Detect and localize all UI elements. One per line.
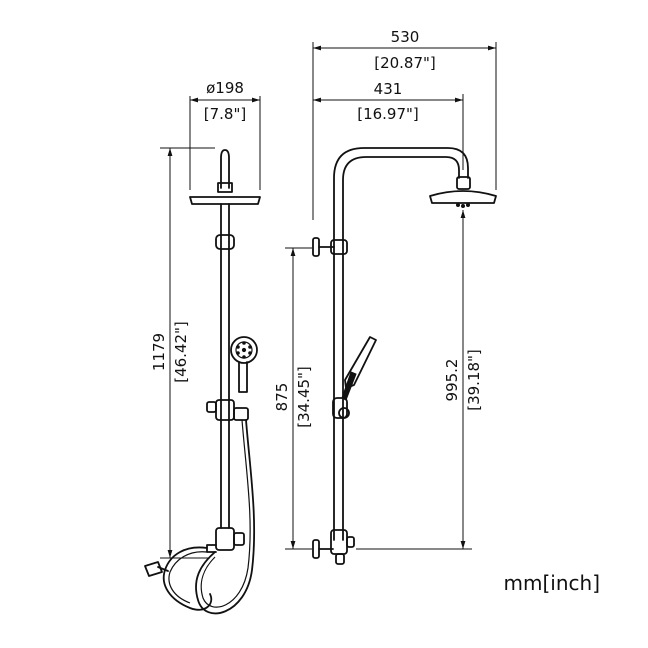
front-shower-head bbox=[189, 196, 261, 205]
side-holder-knob bbox=[338, 407, 350, 419]
front-slide-holder bbox=[215, 399, 235, 421]
overall-width-mm: 530 bbox=[391, 28, 420, 46]
unit-label: mm[inch] bbox=[504, 571, 600, 595]
dim-head-diameter: ø198 [7.8"] bbox=[189, 79, 261, 190]
side-head-nozzles bbox=[456, 203, 470, 208]
dim-arm-reach: 431 [16.97"] bbox=[313, 80, 464, 170]
front-view bbox=[144, 149, 261, 615]
front-hand-shower-handle bbox=[238, 361, 248, 393]
total-height-mm: 1179 bbox=[150, 333, 168, 371]
side-rail-outer bbox=[333, 147, 469, 541]
front-wall-hose-inner bbox=[168, 551, 208, 604]
front-elbow-stub bbox=[157, 566, 169, 572]
dim-valve-to-head: 995.2 [39.18"] bbox=[356, 210, 483, 550]
valve-to-head-mm: 995.2 bbox=[443, 359, 461, 402]
arm-reach-inch: [16.97"] bbox=[357, 105, 419, 123]
dim-valve-to-upper-spout: 875 [34.45"] bbox=[273, 247, 313, 550]
side-hand-shower-grip bbox=[341, 371, 357, 401]
valve-to-head-inch: [39.18"] bbox=[465, 349, 483, 411]
front-hand-shower-nozzles bbox=[236, 341, 252, 359]
front-upper-clamp bbox=[215, 234, 235, 250]
arm-reach-mm: 431 bbox=[374, 80, 403, 98]
side-valve-handle bbox=[346, 536, 355, 548]
side-head-connector bbox=[456, 176, 471, 190]
front-diverter-valve bbox=[215, 527, 235, 551]
front-hand-shower-face bbox=[230, 336, 258, 364]
front-valve-outlet bbox=[206, 544, 217, 553]
front-hose bbox=[195, 419, 256, 615]
valve-to-upper-spout-mm: 875 bbox=[273, 383, 291, 412]
front-holder-knob bbox=[206, 401, 217, 413]
front-head-connector bbox=[217, 182, 233, 193]
front-wall-hose bbox=[162, 546, 213, 611]
head-diameter-inch: [7.8"] bbox=[204, 105, 246, 123]
side-valve-knob bbox=[335, 553, 345, 565]
head-diameter-mm: ø198 bbox=[206, 79, 244, 97]
side-upper-clamp bbox=[330, 239, 348, 255]
valve-to-upper-spout-inch: [34.45"] bbox=[295, 366, 313, 428]
front-holder-outlet bbox=[233, 407, 249, 421]
front-wall-elbow bbox=[144, 561, 163, 577]
front-top-nozzle bbox=[220, 149, 230, 189]
total-height-inch: [46.42"] bbox=[172, 321, 190, 383]
dim-total-height: 1179 [46.42"] bbox=[150, 147, 215, 559]
side-rail-inner bbox=[342, 156, 460, 541]
side-view bbox=[312, 147, 497, 565]
front-hose-inner bbox=[200, 419, 251, 608]
overall-width-inch: [20.87"] bbox=[374, 54, 436, 72]
front-valve-handle bbox=[233, 532, 245, 546]
dim-overall-width: 530 [20.87"] bbox=[312, 28, 497, 220]
side-shower-head bbox=[429, 190, 497, 204]
